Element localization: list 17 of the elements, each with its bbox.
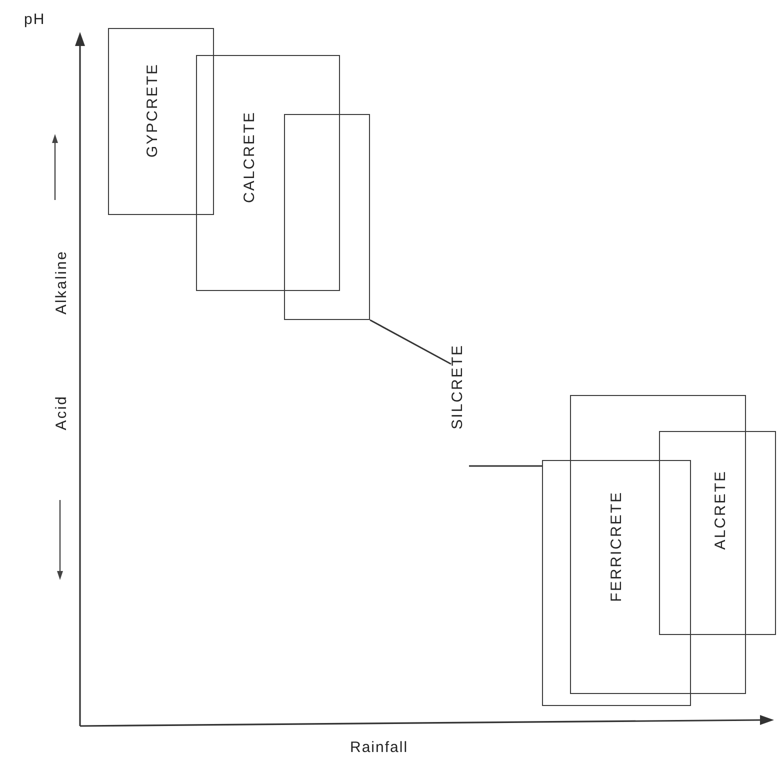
axis-label: Acid [54, 395, 69, 430]
region-label: ALCRETE [713, 470, 728, 550]
region-label: GYPCRETE [145, 63, 160, 158]
region-box [570, 395, 746, 694]
axis-label: Rainfall [350, 740, 408, 755]
region-box [659, 431, 776, 635]
region-label: SILCRETE [450, 344, 465, 430]
region-label: CALCRETE [242, 111, 257, 204]
region-box [108, 28, 214, 215]
leader-line [469, 465, 542, 467]
region-box [542, 460, 691, 706]
leader-line [370, 319, 452, 365]
region-box [196, 55, 340, 291]
region-box [284, 114, 370, 320]
axis-label: Alkaline [54, 250, 69, 315]
region-label: FERRICRETE [609, 491, 624, 602]
axis-label: pH [24, 12, 46, 27]
